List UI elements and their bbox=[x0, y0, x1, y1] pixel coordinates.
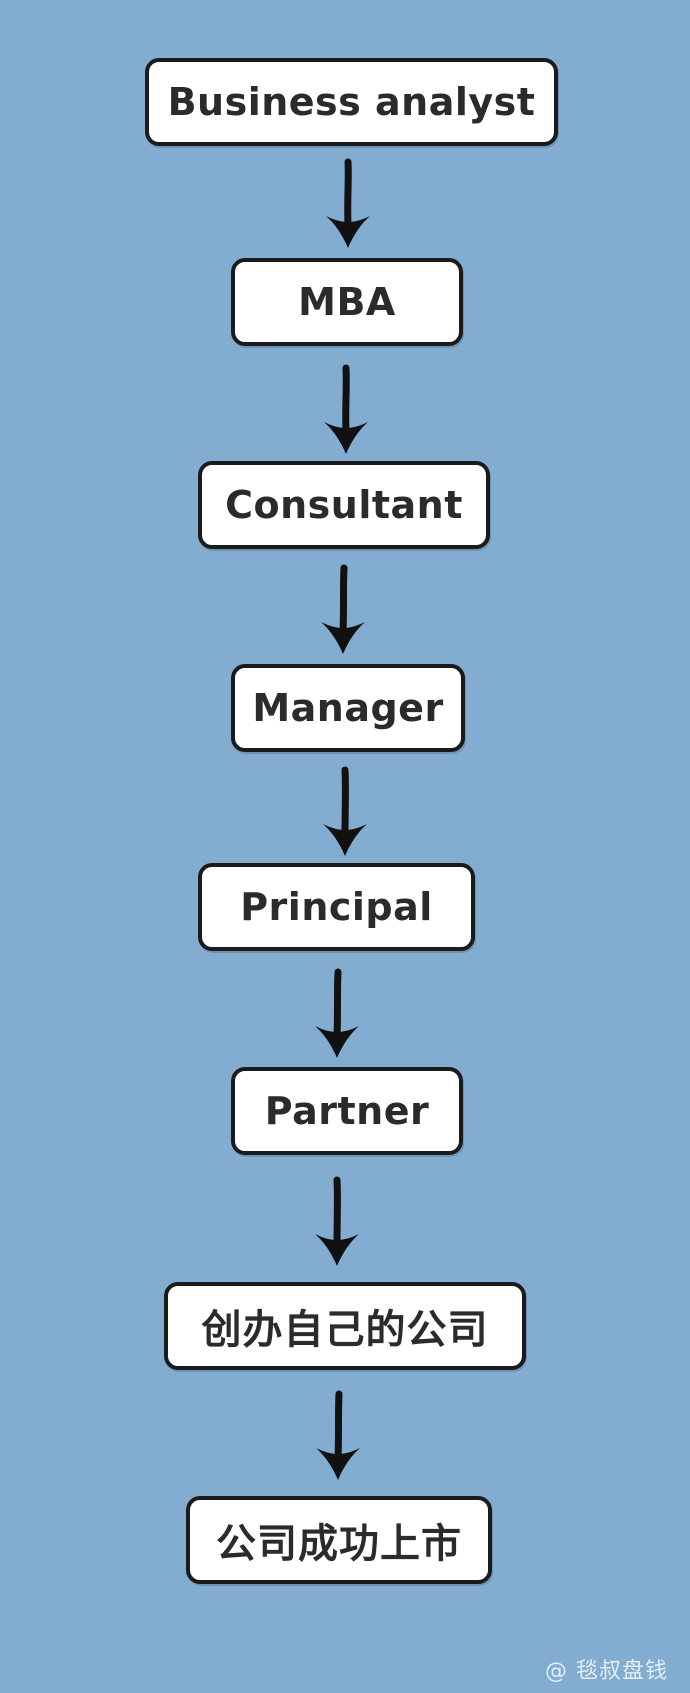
down-arrow-icon bbox=[315, 1176, 359, 1266]
down-arrow-icon bbox=[326, 158, 370, 248]
step-business-analyst: Business analyst bbox=[145, 58, 558, 146]
step-manager: Manager bbox=[231, 664, 465, 752]
step-principal: Principal bbox=[198, 863, 475, 951]
down-arrow-icon bbox=[315, 968, 359, 1058]
step-consultant: Consultant bbox=[198, 461, 490, 549]
down-arrow-icon bbox=[323, 766, 367, 856]
step-mba: MBA bbox=[231, 258, 463, 346]
step-partner: Partner bbox=[231, 1067, 463, 1155]
step-start-own-company: 创办自己的公司 bbox=[164, 1282, 526, 1370]
down-arrow-icon bbox=[324, 364, 368, 454]
step-company-ipo: 公司成功上市 bbox=[186, 1496, 492, 1584]
down-arrow-icon bbox=[321, 564, 365, 654]
down-arrow-icon bbox=[316, 1390, 360, 1480]
watermark: @ 毯叔盘钱 bbox=[545, 1659, 668, 1684]
